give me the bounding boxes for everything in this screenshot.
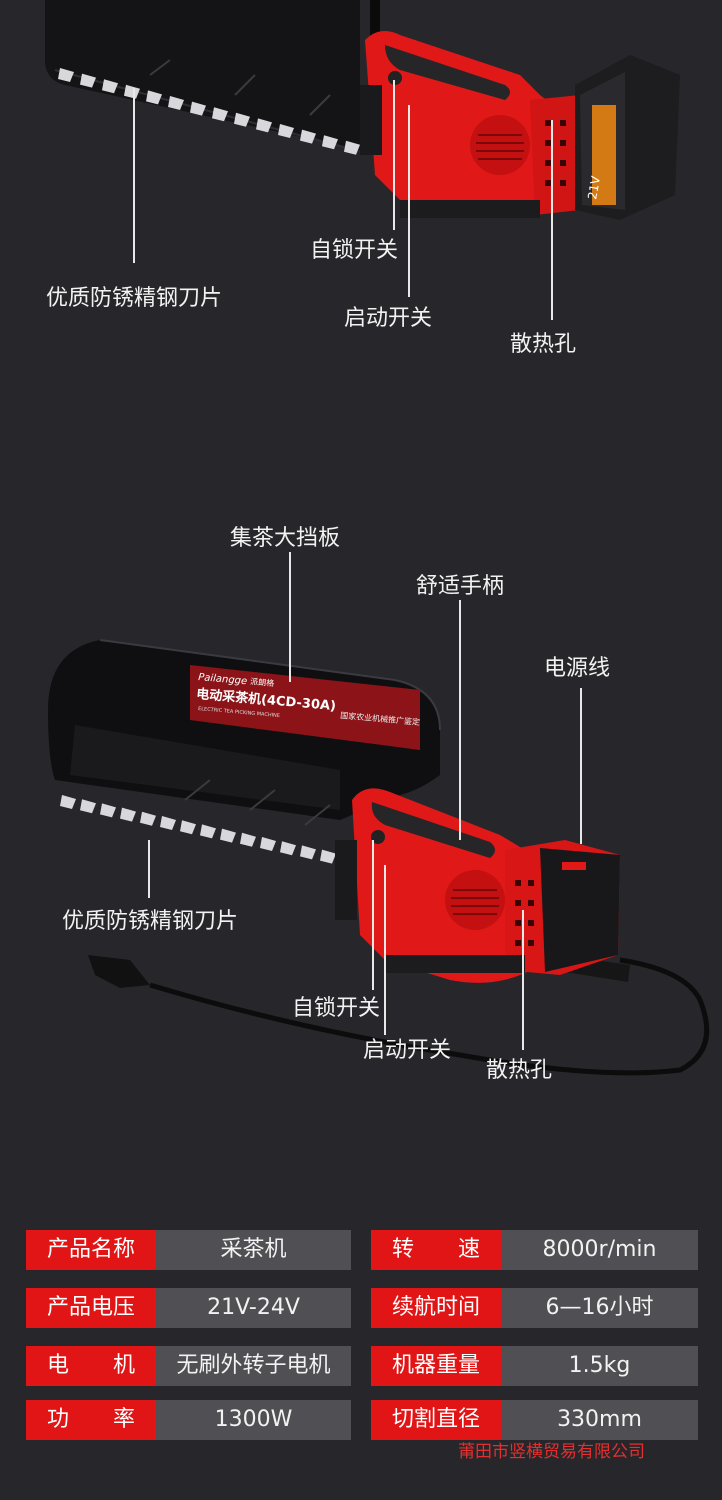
- tea-tray-top: [45, 0, 380, 151]
- top-product-illustration: 21V: [45, 0, 680, 220]
- blade-tooth: [160, 816, 176, 830]
- leader-handle: [459, 600, 461, 840]
- spec-label: 电 机: [26, 1346, 156, 1386]
- blade-tooth: [80, 799, 96, 814]
- blade-teeth-bottom: [60, 795, 336, 864]
- blade-tooth: [322, 135, 338, 150]
- callout-start-bottom: 启动开关: [363, 1038, 452, 1063]
- leader-vents-top: [551, 120, 553, 320]
- blade-tooth: [300, 845, 316, 860]
- leader-blade-top: [133, 88, 135, 263]
- callout-blade-top: 优质防锈精钢刀片: [46, 286, 223, 311]
- blade-tooth: [60, 795, 76, 809]
- blade-tooth: [168, 96, 184, 110]
- spec-label: 机器重量: [371, 1346, 501, 1386]
- blade-tooth: [124, 84, 140, 99]
- battery-pack: 21V: [575, 55, 680, 220]
- blade-tooth: [280, 841, 296, 856]
- callout-self-lock-bottom: 自锁开关: [292, 996, 381, 1021]
- spec-row: 电 机 无刷外转子电机 机器重量 1.5kg: [26, 1346, 698, 1386]
- spec-value: 6—16小时: [501, 1288, 698, 1328]
- callout-vents-top: 散热孔: [510, 332, 577, 357]
- callout-handle: 舒适手柄: [416, 574, 505, 599]
- machine-body-top: [360, 31, 580, 218]
- blade-tooth: [220, 828, 236, 843]
- leader-start-bottom: [384, 865, 386, 1035]
- blade-tooth: [120, 807, 136, 822]
- blade-tooth: [80, 73, 96, 88]
- callout-vents-bottom: 散热孔: [486, 1058, 553, 1083]
- leader-cable: [580, 688, 582, 844]
- blade-tooth: [200, 824, 216, 839]
- blade-tooth: [240, 832, 256, 847]
- leader-self-lock-bottom: [372, 840, 374, 990]
- blade-tooth: [140, 811, 156, 826]
- spec-label: 产品电压: [26, 1288, 156, 1328]
- spec-value: 8000r/min: [501, 1230, 698, 1270]
- blade-tooth: [190, 101, 206, 116]
- spec-value: 无刷外转子电机: [156, 1346, 351, 1386]
- blade-tooth: [100, 803, 116, 818]
- leader-self-lock-top: [393, 80, 395, 230]
- callout-baffle: 集茶大挡板: [230, 526, 341, 551]
- callout-cable: 电源线: [544, 656, 611, 681]
- leader-baffle: [289, 552, 291, 682]
- spec-label: 产品名称: [26, 1230, 156, 1270]
- blade-tooth: [146, 90, 162, 105]
- machine-body-bottom: [335, 788, 620, 983]
- blade-tooth: [344, 140, 360, 155]
- company-watermark: 莆田市竖横贸易有限公司: [458, 1442, 645, 1462]
- battery-label: 21V: [585, 174, 603, 200]
- callout-start-top: 启动开关: [344, 306, 433, 331]
- brand-name: Pailangge: [198, 672, 248, 687]
- blade-tooth: [256, 118, 272, 133]
- spec-value: 采茶机: [156, 1230, 351, 1270]
- callout-blade-bottom: 优质防锈精钢刀片: [62, 909, 239, 934]
- spec-label: 转 速: [371, 1230, 501, 1270]
- blade-tooth: [300, 129, 316, 144]
- spec-value: 21V-24V: [156, 1288, 351, 1328]
- leader-blade-bottom: [148, 840, 150, 898]
- spec-value: 1300W: [156, 1400, 351, 1440]
- blade-teeth-top: [58, 68, 360, 155]
- spec-value: 1.5kg: [501, 1346, 698, 1386]
- spec-label: 续航时间: [371, 1288, 501, 1328]
- brand-name-cn: 派朗格: [250, 676, 275, 688]
- leader-start-top: [408, 105, 410, 297]
- product-brand-panel: Pailangge 派朗格 电动采茶机(4CD-30A) ELECTRIC TE…: [190, 665, 420, 750]
- spec-row: 功 率 1300W 切割直径 330mm: [26, 1400, 698, 1440]
- blade-tooth: [234, 112, 250, 127]
- leader-vents-bottom: [522, 910, 524, 1050]
- spec-row: 产品名称 采茶机 转 速 8000r/min: [26, 1230, 698, 1270]
- blade-tooth: [212, 107, 228, 122]
- blade-tooth: [180, 820, 196, 835]
- bottom-product-illustration: Pailangge 派朗格 电动采茶机(4CD-30A) ELECTRIC TE…: [48, 639, 710, 1076]
- spec-row: 产品电压 21V-24V 续航时间 6—16小时: [26, 1288, 698, 1328]
- blade-tooth: [320, 849, 336, 864]
- spec-label: 功 率: [26, 1400, 156, 1440]
- callout-self-lock-top: 自锁开关: [310, 238, 399, 263]
- spec-label: 切割直径: [371, 1400, 501, 1440]
- blade-tooth: [102, 79, 118, 94]
- spec-value: 330mm: [501, 1400, 698, 1440]
- blade-tooth: [58, 68, 74, 82]
- blade-tooth: [260, 837, 276, 851]
- blade-tooth: [278, 124, 294, 138]
